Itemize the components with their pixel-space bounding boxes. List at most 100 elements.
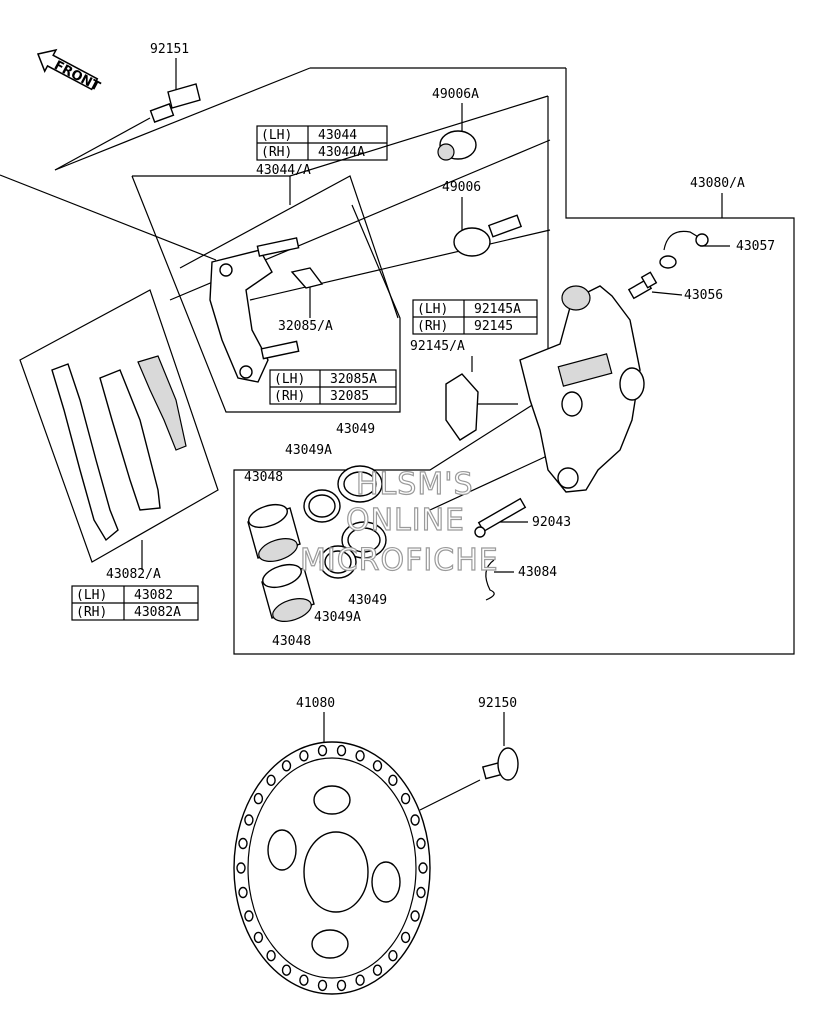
leader-92150-b (419, 779, 481, 811)
t32085-r0-c0: (LH) (274, 372, 305, 387)
label-92151: 92151 (150, 42, 189, 57)
label-92043: 92043 (532, 515, 571, 530)
t92145-r1-c1: 92145 (474, 319, 513, 334)
table-32085: (LH) 32085A (RH) 32085 (269, 369, 397, 405)
t92145-r1-c0: (RH) (417, 319, 448, 334)
pin-92043 (474, 497, 527, 538)
disc-hole (281, 760, 292, 772)
label-43057: 43057 (736, 239, 775, 254)
pad-group-frame (19, 289, 219, 563)
t43082-r0-c0: (LH) (76, 588, 107, 603)
brake-disc-41080 (233, 741, 431, 995)
t32085-r1-c1: 32085 (330, 389, 369, 404)
boot-49006A (437, 130, 477, 161)
caliper-body (519, 285, 645, 493)
disc-hole (244, 910, 254, 922)
disc-hole (266, 950, 276, 962)
label-43049-bottom: 43049 (348, 593, 387, 608)
bolt-92151 (149, 83, 201, 123)
piston-43048-bottom (261, 563, 315, 622)
leader-92151-b (54, 117, 151, 171)
disc-hole (410, 910, 420, 922)
label-92145A: 92145/A (410, 339, 465, 354)
disc-hole (400, 792, 411, 805)
pin-axis-2 (249, 229, 551, 301)
t43082-r0-c1: 43082 (134, 588, 173, 603)
t32085-r0-c1: 32085A (330, 372, 377, 387)
seal-43049A-bottom (319, 545, 357, 579)
pin-axis-3 (429, 449, 561, 511)
seal-43049-bottom (341, 521, 387, 559)
disc-hole (336, 979, 347, 992)
label-43049A-bottom: 43049A (314, 610, 361, 625)
frame-diag (0, 174, 217, 261)
disc-hole (317, 979, 328, 992)
label-43056: 43056 (684, 288, 723, 303)
table-43044: (LH) 43044 (RH) 43044A (256, 125, 388, 161)
brake-pads-43082 (51, 355, 187, 542)
leader-43056 (651, 291, 683, 296)
label-43048-bottom: 43048 (272, 634, 311, 649)
bracket-frame-2 (131, 175, 401, 413)
disc-hole (388, 950, 398, 962)
label-32085A: 32085/A (278, 319, 333, 334)
label-43049A-top: 43049A (285, 443, 332, 458)
label-92150: 92150 (478, 696, 517, 711)
disc-hole (299, 750, 309, 762)
disc-hole (336, 744, 347, 757)
disc-hole (266, 774, 276, 786)
disc-hole (317, 744, 328, 757)
t43044-r1-c0: (RH) (261, 145, 292, 160)
watermark-line-3: MICROFICHE (300, 543, 499, 578)
disc-hole (416, 837, 426, 850)
label-43084: 43084 (518, 565, 557, 580)
t43082-r1-c1: 43082A (134, 605, 181, 620)
bracket-43044 (209, 237, 300, 383)
label-41080: 41080 (296, 696, 335, 711)
piston-43048-top (247, 503, 301, 562)
disc-hole (416, 886, 426, 899)
t43044-r0-c1: 43044 (318, 128, 357, 143)
watermark-line-2: ONLINE (346, 503, 465, 538)
label-49006A: 49006A (432, 87, 479, 102)
disc-hole (238, 886, 248, 899)
clip-43084 (485, 559, 495, 601)
front-label: FRONT (51, 58, 102, 95)
label-43049-top: 43049 (336, 422, 375, 437)
frame-top (54, 67, 311, 171)
label-43080A: 43080/A (690, 176, 745, 191)
boot-49006 (453, 214, 523, 257)
t43044-r1-c1: 43044A (318, 145, 365, 160)
disc-hole (299, 974, 309, 986)
bleeder-valve-43056 (627, 271, 658, 300)
seal-43049-top (337, 465, 383, 503)
seal-43049A-top (303, 489, 341, 523)
disc-hole (253, 792, 264, 805)
label-43048-top: 43048 (244, 470, 283, 485)
label-43044A: 43044/A (256, 163, 311, 178)
t32085-r1-c0: (RH) (274, 389, 305, 404)
disc-hole (372, 964, 383, 976)
disc-hole (281, 964, 292, 976)
label-43082A: 43082/A (106, 567, 161, 582)
bracket-frame-3 (179, 175, 399, 319)
disc-hole (355, 750, 365, 762)
t43082-r1-c0: (RH) (76, 605, 107, 620)
label-49006: 49006 (442, 180, 481, 195)
disc-hole (244, 814, 254, 826)
bleeder-cap-43057 (659, 230, 709, 269)
clip-32085 (290, 267, 324, 289)
disc-hole (238, 837, 248, 850)
spring-92145 (445, 373, 479, 441)
disc-hole (355, 974, 365, 986)
watermark-line-1: HLSM'S (356, 467, 474, 502)
disc-hole (253, 931, 264, 944)
disc-hole (372, 760, 383, 772)
table-43082: (LH) 43082 (RH) 43082A (71, 585, 199, 621)
caliper-assembly-frame (233, 68, 795, 655)
disc-hole (236, 862, 246, 874)
disc-hole (418, 862, 428, 874)
disc-hole (400, 931, 411, 944)
front-arrow-icon: FRONT (36, 48, 102, 95)
